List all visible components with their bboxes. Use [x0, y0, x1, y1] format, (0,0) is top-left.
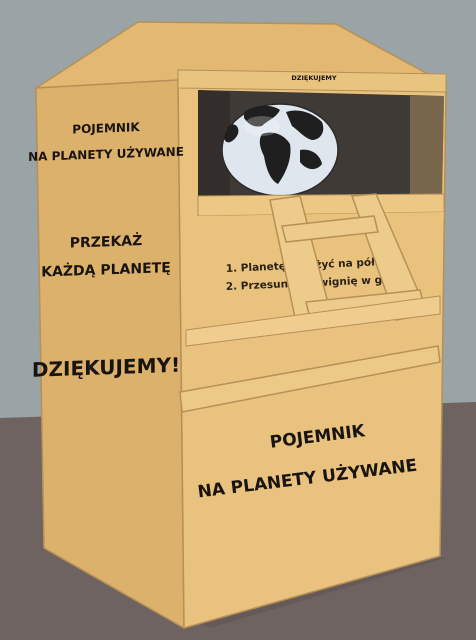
horizontal-rail: [185, 295, 441, 347]
opening-inner-shadow: [198, 90, 230, 200]
side-line-5: DZIĘKUJEMY!: [32, 353, 180, 382]
hood-bar: [177, 69, 447, 93]
chute-lip[interactable]: [179, 345, 441, 413]
side-line-4: KAŻDĄ PLANETĘ: [41, 259, 171, 281]
opening-right-wall: [410, 96, 444, 198]
earth-globe-icon: [221, 103, 339, 197]
hood-label: DZIĘKUJEMY: [291, 74, 336, 82]
side-line-3: PRZEKAŻ: [70, 232, 143, 252]
side-line-2: NA PLANETY UŻYWANE: [28, 144, 184, 164]
side-panel-text: POJEMNIK NA PLANETY UŻYWANE PRZEKAŻ KAŻD…: [28, 120, 184, 382]
side-line-1: POJEMNIK: [72, 120, 140, 136]
